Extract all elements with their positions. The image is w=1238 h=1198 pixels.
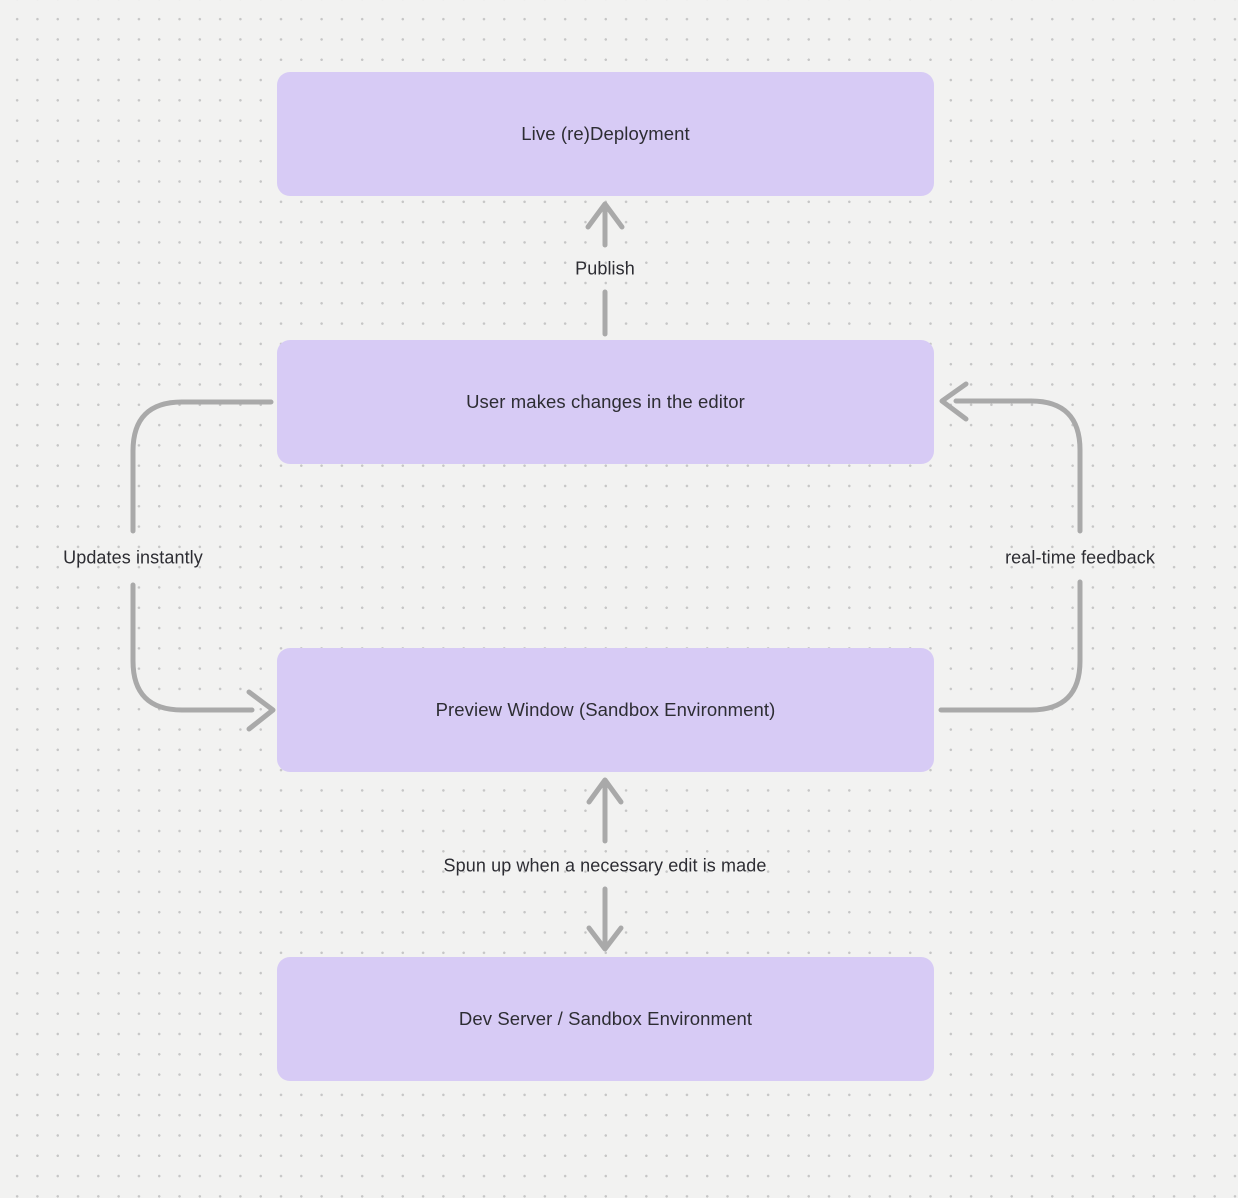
node-live-redeployment[interactable]: Live (re)Deployment <box>277 72 934 196</box>
node-dev-server[interactable]: Dev Server / Sandbox Environment <box>277 957 934 1081</box>
node-label: Live (re)Deployment <box>521 123 690 144</box>
edge-label-publish: Publish <box>575 258 635 279</box>
arrowhead-right-icon <box>246 689 276 732</box>
edge-label-updates-instantly: Updates instantly <box>63 547 203 568</box>
updates-arrow-bottom-segment <box>130 582 255 713</box>
edge-label-spun-up: Spun up when a necessary edit is made <box>443 855 767 876</box>
publish-arrowhead-up-icon <box>585 201 625 230</box>
arrowhead-up-icon <box>586 777 624 805</box>
node-preview-window[interactable]: Preview Window (Sandbox Environment) <box>277 648 934 772</box>
edge-label-realtime-feedback: real-time feedback <box>1005 547 1155 568</box>
feedback-arrow-bottom-segment <box>938 579 1083 713</box>
node-label: User makes changes in the editor <box>466 391 745 412</box>
arrowhead-left-icon <box>939 381 969 422</box>
updates-arrow-top-segment <box>130 399 274 534</box>
node-label: Preview Window (Sandbox Environment) <box>435 699 776 720</box>
feedback-arrow-top-segment <box>953 398 1083 534</box>
arrowhead-down-icon <box>586 925 624 952</box>
node-user-changes[interactable]: User makes changes in the editor <box>277 340 934 464</box>
node-label: Dev Server / Sandbox Environment <box>458 1008 753 1029</box>
